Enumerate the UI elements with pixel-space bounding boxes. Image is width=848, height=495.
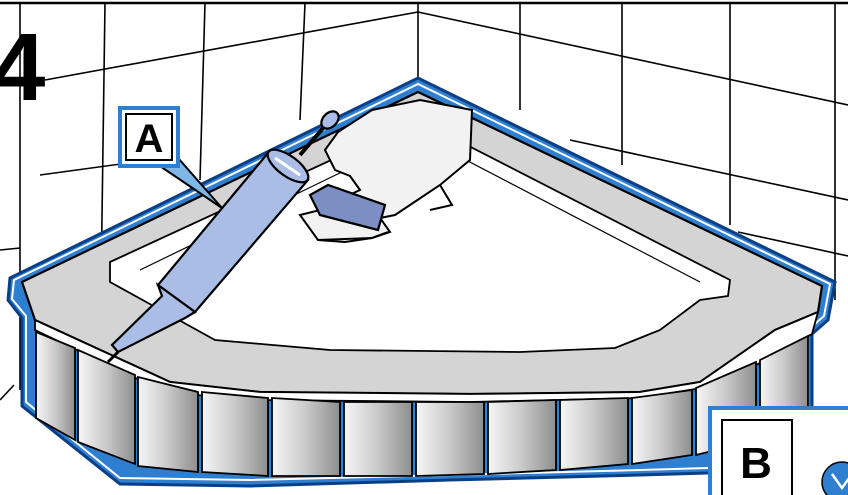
callout-a: A <box>120 108 222 208</box>
step-number: 4 <box>0 14 45 121</box>
callout-b: B <box>710 408 848 495</box>
callout-b-letter: B <box>740 439 772 488</box>
callout-a-letter: A <box>135 117 164 161</box>
